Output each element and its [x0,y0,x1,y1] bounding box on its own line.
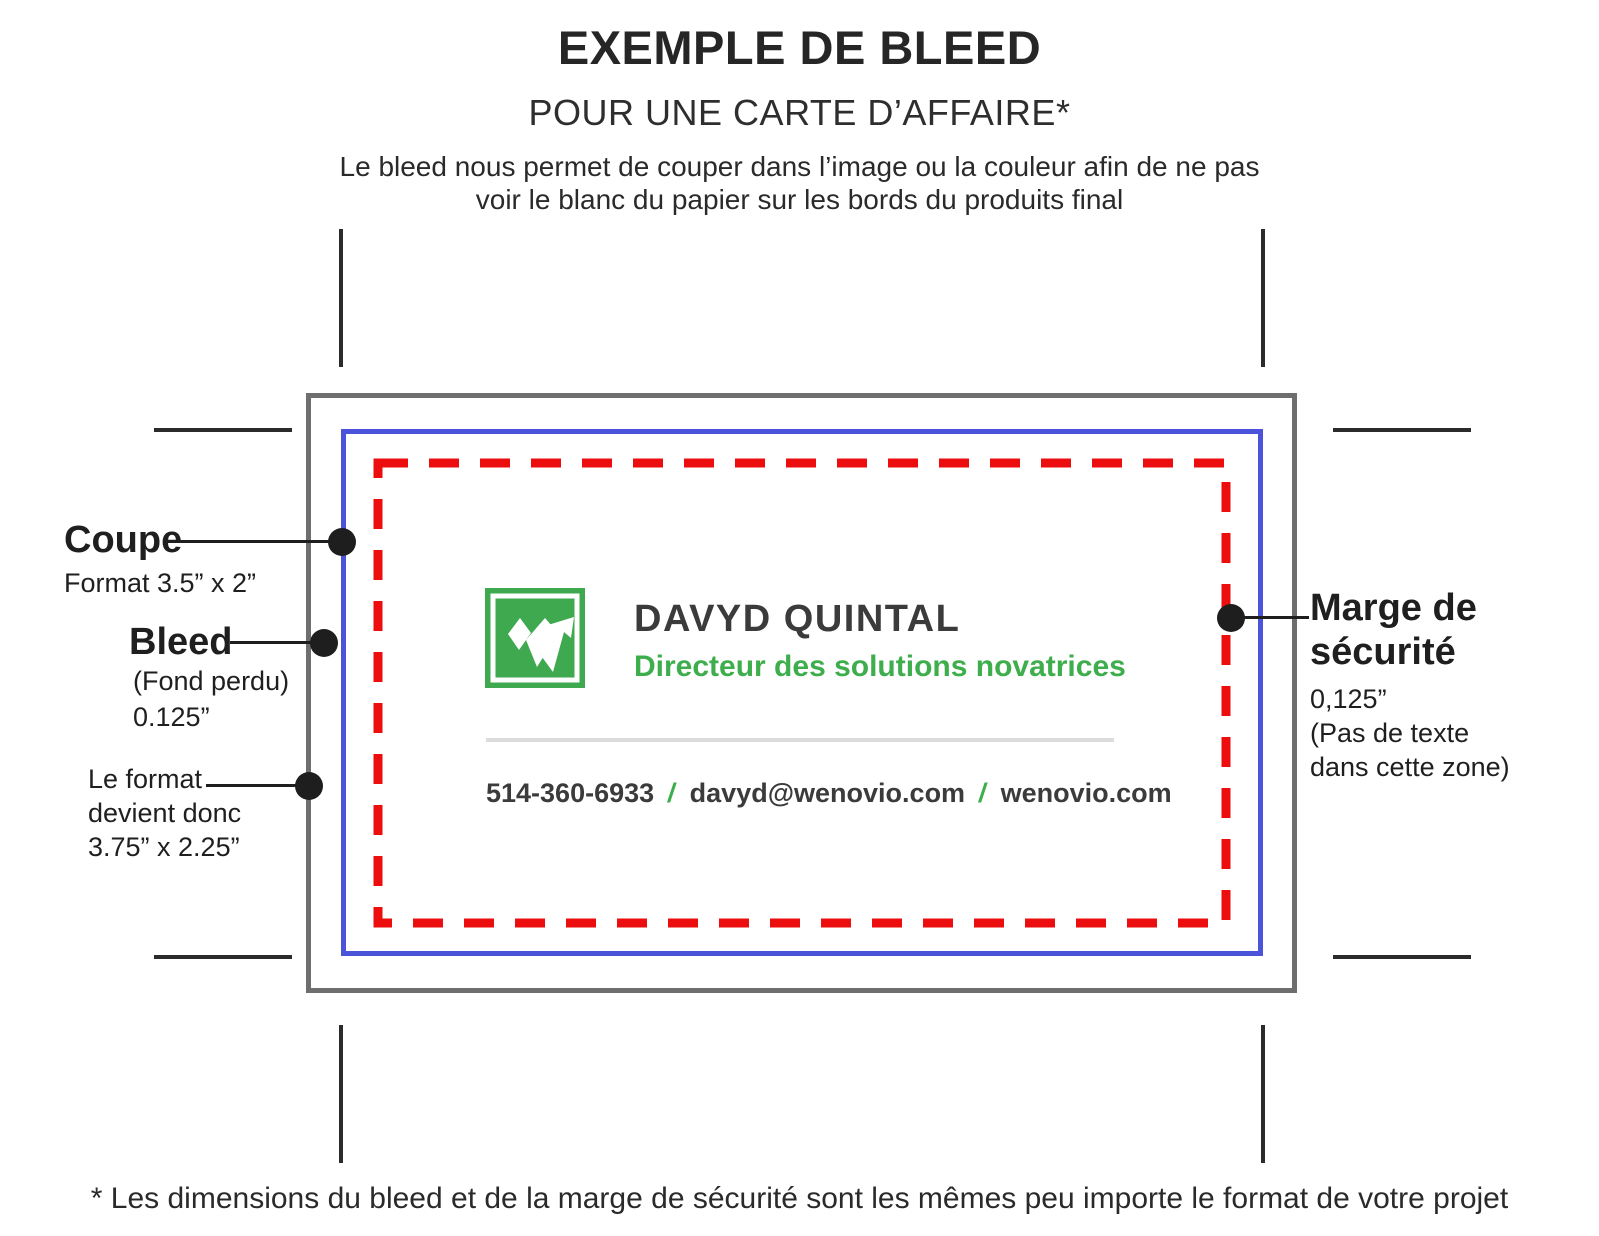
card-phone: 514-360-6933 [486,778,655,808]
card-contact-row: 514-360-6933 / davyd@wenovio.com / wenovio.c… [486,778,1172,809]
marge-subtitle-3: dans cette zone) [1310,752,1510,782]
bleed-leader-line [230,641,324,644]
bleed-dot [310,629,338,657]
crop-mark-left-bottom-horizontal [154,955,292,959]
crop-mark-bottom-right-vertical [1261,1025,1265,1163]
header: EXEMPLE DE BLEED POUR UNE CARTE D’AFFAIR… [0,0,1599,216]
description-line-2: voir le blanc du papier sur les bords du… [475,184,1124,215]
crop-mark-left-top-horizontal [154,428,292,432]
card-name: DAVYD QUINTAL [634,598,961,640]
crop-mark-right-bottom-horizontal [1333,955,1471,959]
card-website: wenovio.com [1000,778,1172,808]
description-line-1: Le bleed nous permet de couper dans l’im… [339,151,1260,182]
marge-title: Marge de sécurité [1310,587,1477,673]
crop-mark-top-left-vertical [339,229,343,367]
page-description: Le bleed nous permet de couper dans l’im… [0,150,1599,216]
crop-mark-top-right-vertical [1261,229,1265,367]
marge-subtitle-1: 0,125” [1310,684,1387,714]
format-line-3: 3.75” x 2.25” [88,832,240,862]
format-line-1: Le format [88,764,203,794]
slash-separator: / [977,778,989,808]
slash-separator: / [666,778,678,808]
card-divider [486,738,1114,742]
page-title: EXEMPLE DE BLEED [557,21,1042,74]
format-line-2: devient donc [88,798,242,828]
bleed-edge-rectangle [306,393,1297,993]
crop-mark-right-top-horizontal [1333,428,1471,432]
coupe-subtitle: Format 3.5” x 2” [64,568,257,598]
label-marge: Marge de sécurité 0,125” (Pas de texte d… [1310,586,1520,784]
marge-subtitle-2: (Pas de texte [1310,718,1470,748]
label-format: Le format devient donc 3.75” x 2.25” [88,762,241,864]
page-subtitle: POUR UNE CARTE D’AFFAIRE* [528,92,1071,133]
marge-dot [1217,604,1245,632]
label-bleed: Bleed (Fond perdu) 0.125” [129,622,289,734]
marge-leader-line [1231,616,1309,619]
cut-line-rectangle [341,429,1263,956]
coupe-dot [328,528,356,556]
bleed-subtitle-2: 0.125” [133,702,210,732]
label-coupe: Coupe Format 3.5” x 2” [64,520,256,600]
bleed-title: Bleed [129,621,233,663]
coupe-leader-line [176,540,342,543]
card-email: davyd@wenovio.com [689,778,966,808]
format-leader-line [206,784,309,787]
coupe-title: Coupe [64,519,183,561]
crop-mark-bottom-left-vertical [339,1025,343,1163]
format-dot [295,772,323,800]
card-role: Directeur des solutions novatrices [634,650,1126,683]
footer-note: * Les dimensions du bleed et de la marge… [90,1182,1509,1215]
bleed-subtitle-1: (Fond perdu) [133,666,290,696]
safety-margin-rectangle [373,458,1231,928]
wenovio-logo-icon [485,588,585,688]
